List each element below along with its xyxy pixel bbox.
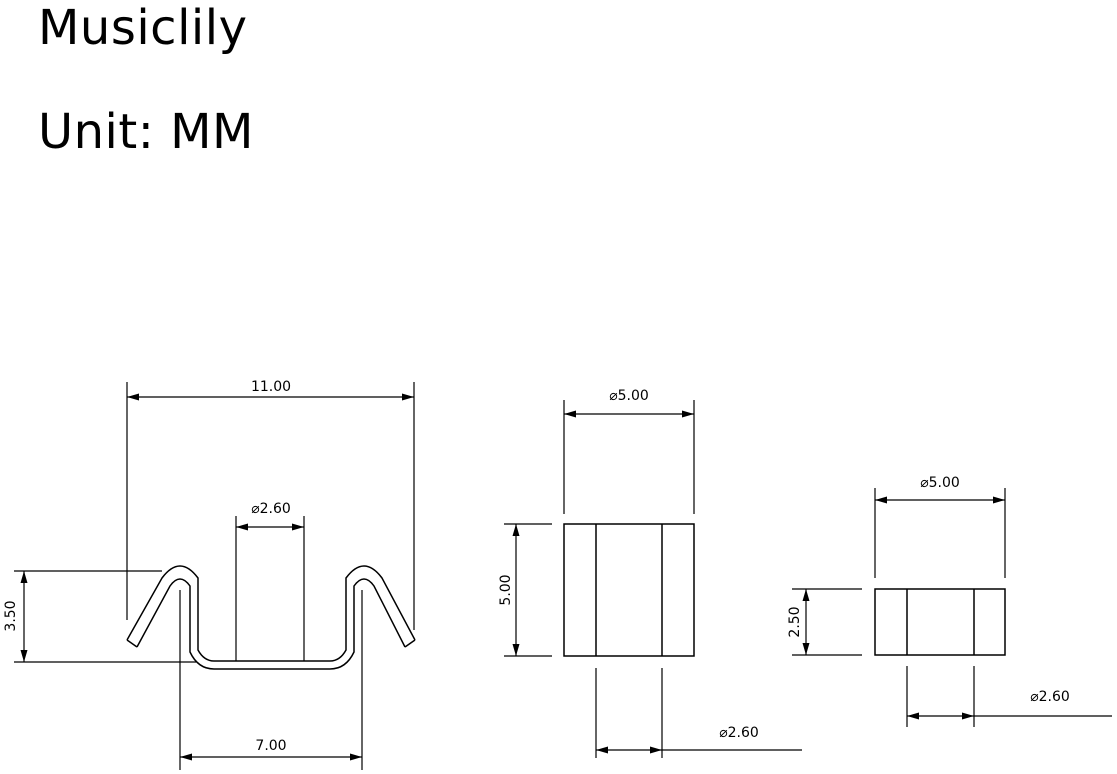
dimension-label-short-diameter: ⌀5.00: [920, 475, 960, 491]
dimension-width-11: 11.00: [126, 379, 415, 630]
spring-clip-view: 11.00 ⌀2.60 3.50 7.00: [3, 379, 416, 770]
clip-wire-outer: [126, 565, 416, 662]
dimension-label-tall-height: 5.00: [498, 574, 514, 605]
dimension-label-base-width: 7.00: [255, 738, 286, 754]
dimension-short-diameter: ⌀5.00: [874, 475, 1006, 578]
clip-wire-end-right: [404, 639, 416, 648]
dimension-tall-diameter: ⌀5.00: [563, 388, 695, 514]
short-cylinder-view: ⌀5.00 2.50 ⌀2.60: [787, 475, 1112, 727]
dimension-base-width-7: 7.00: [179, 590, 363, 770]
dimension-tall-height: 5.00: [498, 523, 552, 657]
dimension-label-short-bore: ⌀2.60: [1030, 689, 1070, 705]
dimension-short-height: 2.50: [787, 588, 862, 656]
dimension-short-bore: ⌀2.60: [906, 666, 1112, 727]
dimension-label-short-height: 2.50: [787, 606, 803, 637]
dimension-label-inner-diameter: ⌀2.60: [251, 501, 291, 517]
brand-title: Musiclily: [38, 0, 248, 56]
dimension-label-height: 3.50: [3, 600, 19, 631]
clip-wire-inner: [136, 578, 406, 670]
tall-cylinder-body: [563, 523, 695, 657]
dimension-label-tall-diameter: ⌀5.00: [609, 388, 649, 404]
short-cylinder-body: [874, 588, 1006, 656]
dimension-inner-diameter: ⌀2.60: [235, 501, 305, 661]
dimension-label-width: 11.00: [251, 379, 291, 395]
dimension-label-tall-bore: ⌀2.60: [719, 725, 759, 741]
dimension-tall-bore: ⌀2.60: [595, 668, 802, 758]
clip-wire-end-left: [126, 639, 138, 648]
dimension-height-3-5: 3.50: [3, 570, 196, 663]
tall-cylinder-view: ⌀5.00 5.00 ⌀2.60: [498, 388, 802, 758]
unit-label: Unit: MM: [38, 104, 254, 160]
